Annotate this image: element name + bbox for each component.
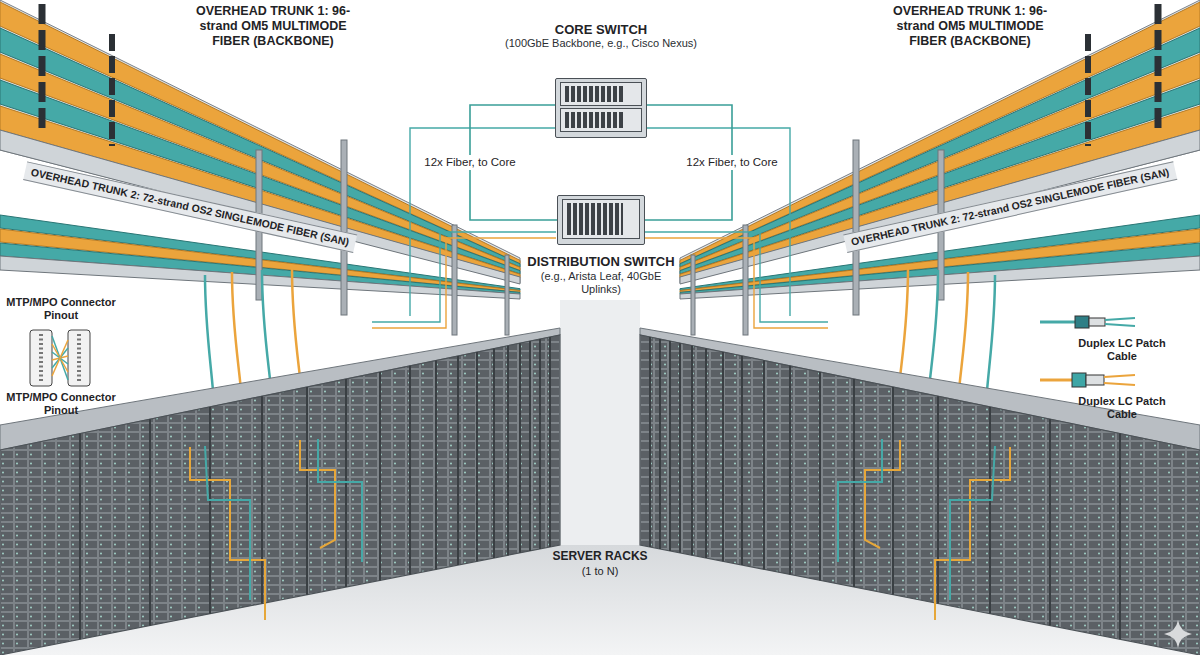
pin-row [41,334,79,383]
switch-chassis [562,199,640,239]
rack-wire [190,447,265,620]
port-row [567,203,623,235]
device-subtitle: (100GbE Backbone, e.g., Cisco Nexus) [505,37,697,51]
lc-body [1086,375,1104,385]
uplink-wire [372,232,556,322]
area-subtitle: (1 to N) [530,565,670,578]
lc-boot [1075,316,1089,328]
trunk-band-label: OVERHEAD TRUNK 2: 72-strand OS2 SINGLEMO… [843,161,1177,252]
back-wall [560,300,640,545]
uplink-wire [410,128,556,316]
cable [1104,375,1135,385]
trunk-title: OVERHEAD TRUNK 1: 96-strand OM5 MULTIMOD… [880,4,1060,49]
rack-dividers [80,337,550,639]
drop-cable [232,272,242,402]
uplink-wire [372,238,556,328]
area-title: SERVER RACKS [530,549,670,563]
cable-tie [109,34,115,146]
pin-wire [52,336,68,380]
switch-chassis [560,108,642,132]
port-row [565,112,625,128]
inset-caption: MTP/MPO Connector Pinout [6,391,116,417]
lc-body [1089,318,1105,326]
device-caption: DISTRIBUTION SWITCH(e.g., Arista Leaf, 4… [521,254,681,297]
cable [1040,379,1072,382]
aisle-side [0,0,560,655]
inset-caption: MTP/MPO Connector Pinout [6,296,116,322]
cable-tie [39,4,46,128]
rack-wire [318,439,362,562]
aisle-side-mirror [640,0,1200,655]
inset-caption: Duplex LC Patch Cable [1072,395,1172,421]
lc-cable-icon [1040,373,1135,387]
switch-device: CORE SWITCH(100GbE Backbone, e.g., Cisco… [555,78,647,138]
trunk-title: OVERHEAD TRUNK 1: 96-strand OM5 MULTIMOD… [183,4,363,49]
cable [1105,318,1135,326]
sparkle-mark [1164,620,1192,648]
inset-caption: Duplex LC Patch Cable [1072,337,1172,363]
mpo-pinout [30,330,90,386]
link-label: 12x Fiber, to Core [683,155,780,170]
rack-wire [205,446,250,600]
device-title: DISTRIBUTION SWITCH [521,254,681,270]
link-label: 12x Fiber, to Core [421,155,518,170]
hanger-post [452,225,457,335]
cable [1040,321,1075,324]
hanger-post [341,140,347,315]
lc-boot [1072,373,1086,387]
trunk-band-label: OVERHEAD TRUNK 2: 72-strand OS2 SINGLEMO… [23,161,357,252]
port-row [565,86,625,102]
lc-cable-icon [1040,316,1135,328]
switch-chassis [560,82,642,106]
drop-cable [205,275,214,404]
device-subtitle: (e.g., Arista Leaf, 40GbE Uplinks) [521,270,681,298]
hanger-post [505,255,509,335]
switch-device: DISTRIBUTION SWITCH(e.g., Arista Leaf, 4… [557,195,645,245]
device-caption: CORE SWITCH(100GbE Backbone, e.g., Cisco… [505,22,697,51]
pin-wire [52,340,68,376]
device-title: CORE SWITCH [505,22,697,38]
